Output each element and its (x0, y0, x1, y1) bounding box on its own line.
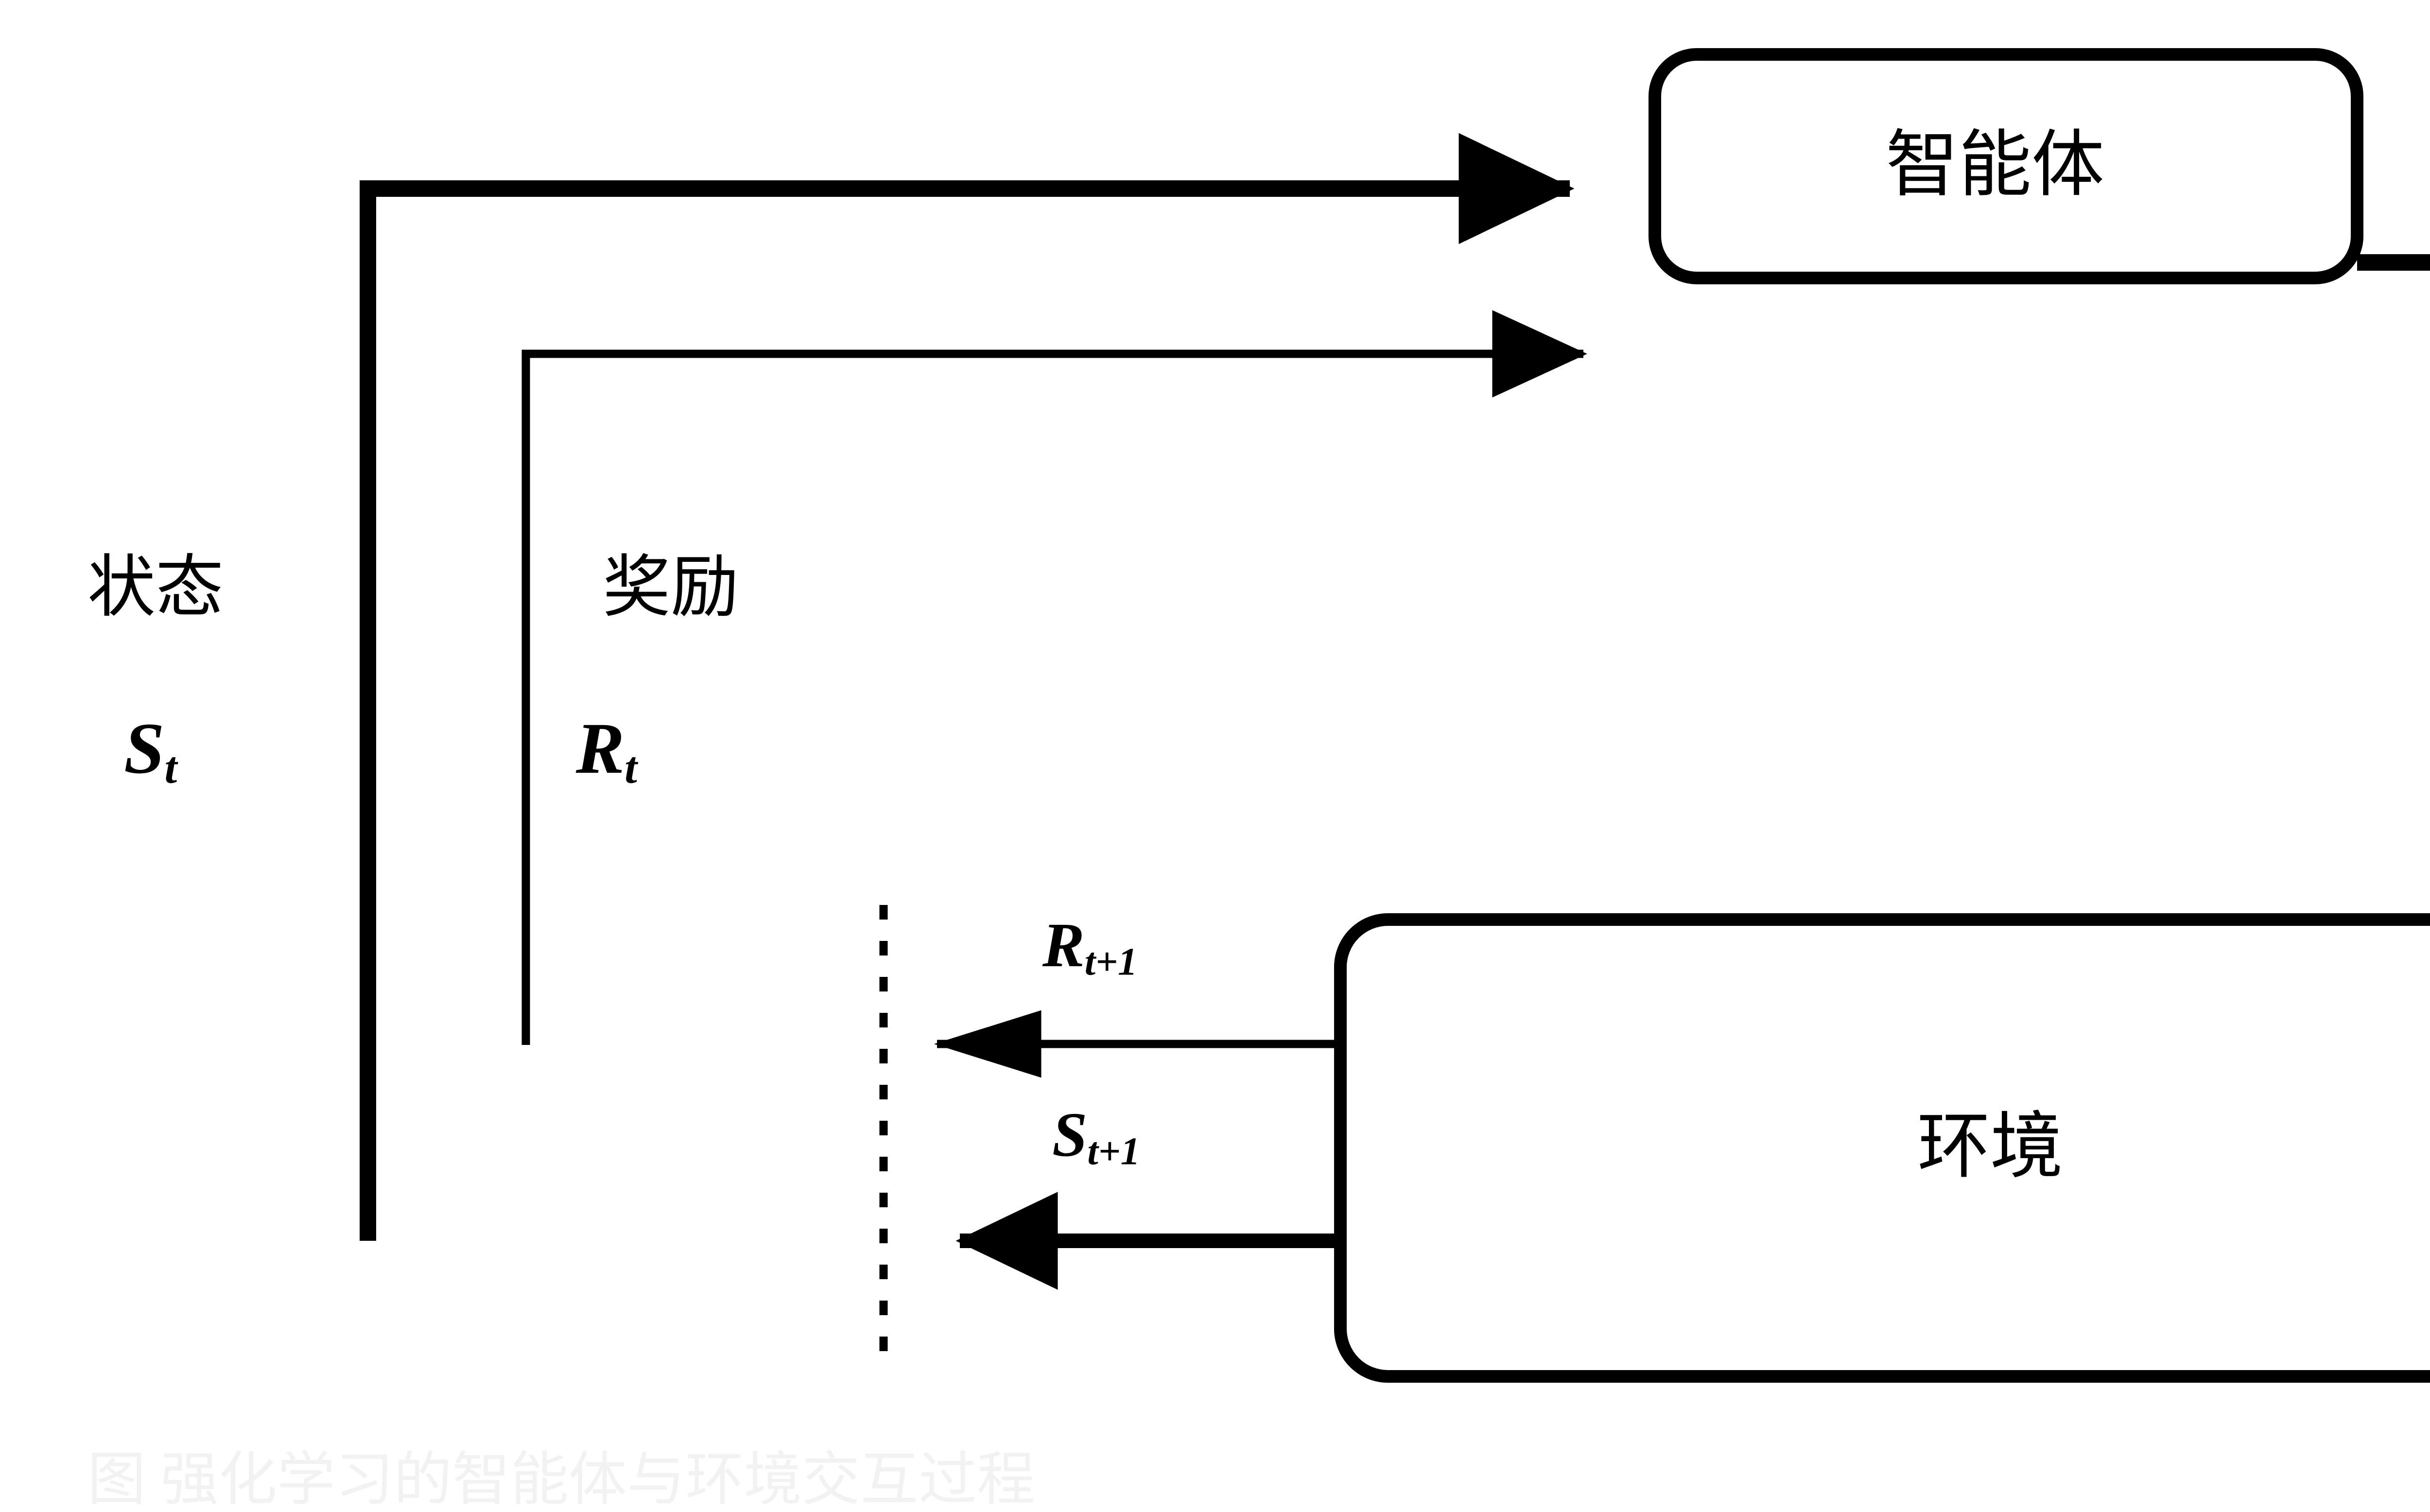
next-reward-symbol: Rt+1 (1042, 914, 1137, 982)
state-label-text: 状态 (87, 550, 224, 626)
reward-symbol-sub: t (625, 743, 637, 793)
environment-box-label: 环境 (1917, 1107, 2064, 1187)
state-feedback-path (360, 133, 1575, 1241)
environment-box-shape (1334, 913, 2430, 1383)
state-symbol-base: S (124, 708, 165, 789)
agent-box-label: 智能体 (1886, 125, 2105, 206)
reward-symbol: Rt (576, 712, 637, 790)
agent-box-shape (1649, 48, 2363, 284)
state-symbol-sub: t (164, 743, 177, 793)
reward-feedback-path (521, 310, 1587, 1045)
figure-caption: 图 强化学习的智能体与环境交互过程 (87, 1447, 1035, 1512)
next-state-symbol: St+1 (1052, 1103, 1140, 1171)
next-state-symbol-sub: t+1 (1087, 1130, 1140, 1173)
reward-symbol-base: R (576, 708, 625, 789)
state-symbol: St (124, 712, 177, 790)
agent-node[interactable] (1649, 48, 2363, 284)
environment-node[interactable] (1334, 913, 2430, 1383)
next-reward-symbol-sub: t+1 (1084, 940, 1138, 984)
reward-label-text: 奖励 (603, 550, 739, 626)
next-reward-symbol-base: R (1042, 910, 1085, 980)
next-state-symbol-base: S (1052, 1100, 1088, 1170)
